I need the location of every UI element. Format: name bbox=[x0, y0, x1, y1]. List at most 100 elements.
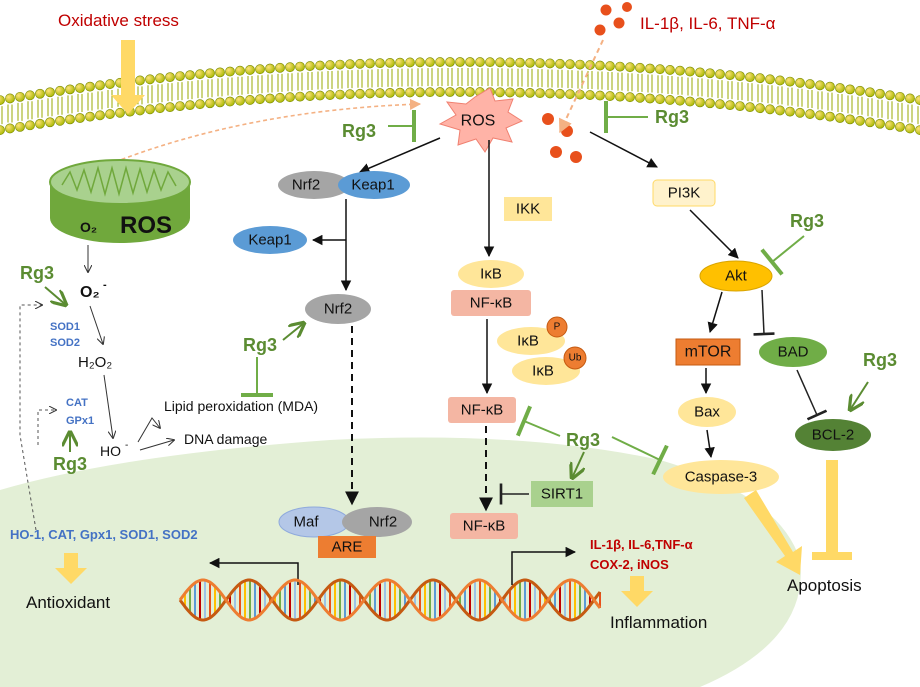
rg3-cat-label: Rg3 bbox=[53, 454, 87, 474]
maf-label: Maf bbox=[293, 514, 319, 531]
ikk-label: IKK bbox=[516, 201, 540, 218]
keap1-free bbox=[233, 226, 307, 254]
cat-label: CAT bbox=[66, 397, 88, 409]
sirt1-box bbox=[531, 481, 593, 507]
mtor-box bbox=[675, 338, 741, 366]
rg3-sod-label: Rg3 bbox=[20, 263, 54, 283]
ubiquitin-badge bbox=[563, 346, 587, 370]
akt-label: Akt bbox=[725, 268, 748, 285]
mito-ros-label: ROS bbox=[120, 212, 172, 239]
are-label: ARE bbox=[332, 539, 363, 556]
rg3-cytokine-label: Rg3 bbox=[655, 107, 689, 127]
akt-bad-inhibition bbox=[753, 289, 775, 336]
ikb-label: IκB bbox=[480, 266, 502, 283]
oxidative-stress-arrow bbox=[111, 40, 145, 114]
h2o2-label: H₂O₂ bbox=[78, 354, 112, 371]
pi3k-label: PI3K bbox=[668, 185, 701, 202]
rg3-to-nrf2-arrow bbox=[282, 323, 304, 341]
ho-label: HO bbox=[100, 443, 121, 459]
are-transcription-arrow bbox=[208, 557, 299, 585]
caspase3-node bbox=[663, 460, 779, 494]
phosphate-badge bbox=[546, 316, 568, 338]
inflammation-label: Inflammation bbox=[610, 613, 707, 632]
sod2-label: SOD2 bbox=[50, 337, 80, 349]
ros-to-nrf2-keap1-arrow bbox=[359, 137, 441, 174]
akt-to-mtor-arrow bbox=[707, 291, 723, 334]
inflammation-block-arrow bbox=[621, 576, 653, 607]
rg3-nfkb-label: Rg3 bbox=[566, 430, 600, 450]
nrf2-keap1-complex-keap1 bbox=[338, 171, 410, 199]
rg3-ros-label: Rg3 bbox=[342, 121, 376, 141]
rg3-nrf2-label: Rg3 bbox=[243, 335, 277, 355]
nfkb-cytoplasmic-box bbox=[448, 397, 516, 423]
mtor-label: mTOR bbox=[685, 344, 732, 361]
dna-helix bbox=[178, 578, 602, 622]
cell-membrane bbox=[0, 57, 920, 135]
superoxide-label: O₂ bbox=[80, 284, 100, 301]
mitochondrion bbox=[49, 159, 191, 243]
h2o2-to-ho-arrow bbox=[103, 374, 113, 438]
ho-to-dna-arrow bbox=[139, 440, 174, 451]
antioxidant-block-arrow bbox=[55, 553, 87, 584]
antioxidant-label: Antioxidant bbox=[26, 593, 110, 612]
cytokine-entry-arrow bbox=[558, 39, 604, 134]
ikb-phosphorylated bbox=[497, 327, 565, 355]
superoxide-charge: - bbox=[103, 279, 107, 291]
superoxide-to-h2o2-arrow bbox=[89, 305, 103, 344]
mito-to-ros-arrow bbox=[114, 98, 422, 163]
ikk-box bbox=[504, 197, 552, 221]
nfkb-transcription-arrow bbox=[511, 546, 577, 585]
rg3-to-superoxide-arrow bbox=[44, 286, 66, 305]
rg3-to-bcl2-arrow bbox=[850, 381, 869, 410]
bcl2-apoptosis-block-bar bbox=[826, 460, 838, 552]
keap1-label: Keap1 bbox=[248, 232, 291, 249]
nrf2-nuclear-label: Nrf2 bbox=[369, 514, 397, 531]
antiox-to-sod-feedback-arrow bbox=[19, 305, 42, 531]
sirt1-label: SIRT1 bbox=[541, 486, 583, 503]
nfkb-complex-box bbox=[451, 290, 531, 316]
rg3-to-sirt1-arrow bbox=[572, 451, 584, 478]
nrf2-free bbox=[305, 294, 371, 324]
caspase-apoptosis-block-arrow bbox=[744, 490, 802, 575]
ho-charge: - bbox=[125, 440, 128, 451]
nfkb-nuclear-box bbox=[450, 513, 518, 539]
akt-node bbox=[699, 260, 773, 292]
rg3-akt-inhibition bbox=[760, 235, 805, 276]
nrf2-nuclear bbox=[342, 507, 412, 537]
bad-label: BAD bbox=[778, 344, 809, 361]
rg3-caspase-inhibition bbox=[611, 436, 669, 476]
oxidative-stress-label: Oxidative stress bbox=[58, 11, 179, 30]
sod1-label: SOD1 bbox=[50, 321, 80, 333]
lipid-peroxidation-label: Lipid peroxidation (MDA) bbox=[164, 398, 318, 414]
pi3k-to-akt-arrow bbox=[689, 209, 739, 259]
ikb-complex bbox=[458, 260, 524, 288]
nfkb-cytoplasmic-label: NF-κB bbox=[461, 402, 504, 419]
complex-nrf2-label: Nrf2 bbox=[292, 177, 320, 194]
nrf2-label: Nrf2 bbox=[324, 301, 352, 318]
pi3k-box bbox=[652, 179, 716, 207]
bax-node bbox=[678, 397, 736, 427]
dna-damage-label: DNA damage bbox=[184, 431, 267, 447]
ho-to-lipid-arrow bbox=[137, 417, 160, 443]
cytokine-to-pi3k-arrow bbox=[589, 131, 658, 168]
gpx1-label: GPx1 bbox=[66, 415, 94, 427]
are-element bbox=[318, 536, 376, 558]
ros-label: ROS bbox=[461, 113, 496, 130]
ubiquitin-label: Ub bbox=[569, 353, 582, 364]
complex-keap1-label: Keap1 bbox=[351, 177, 394, 194]
apoptosis-label: Apoptosis bbox=[787, 576, 862, 595]
inflammatory-genes-line1: IL-1β, IL-6,TNF-α bbox=[590, 537, 693, 552]
bcl2-apoptosis-block-tbar bbox=[812, 552, 852, 560]
ikb-ubiquitinated bbox=[512, 357, 580, 385]
nrf2-keap1-complex-nrf2 bbox=[278, 171, 350, 199]
antiox-to-cat-feedback-arrow bbox=[37, 410, 56, 445]
mito-o2-label: O₂ bbox=[80, 219, 97, 235]
rg3-akt-label: Rg3 bbox=[790, 211, 824, 231]
ikb-p-label: IκB bbox=[517, 333, 539, 350]
rg3-bcl2-label: Rg3 bbox=[863, 350, 897, 370]
nfkb-nuclear-label: NF-κB bbox=[463, 518, 506, 535]
ikb-ub-label: IκB bbox=[532, 363, 554, 380]
cytokines-label: IL-1β, IL-6, TNF-α bbox=[640, 14, 776, 33]
bad-node bbox=[759, 337, 827, 367]
